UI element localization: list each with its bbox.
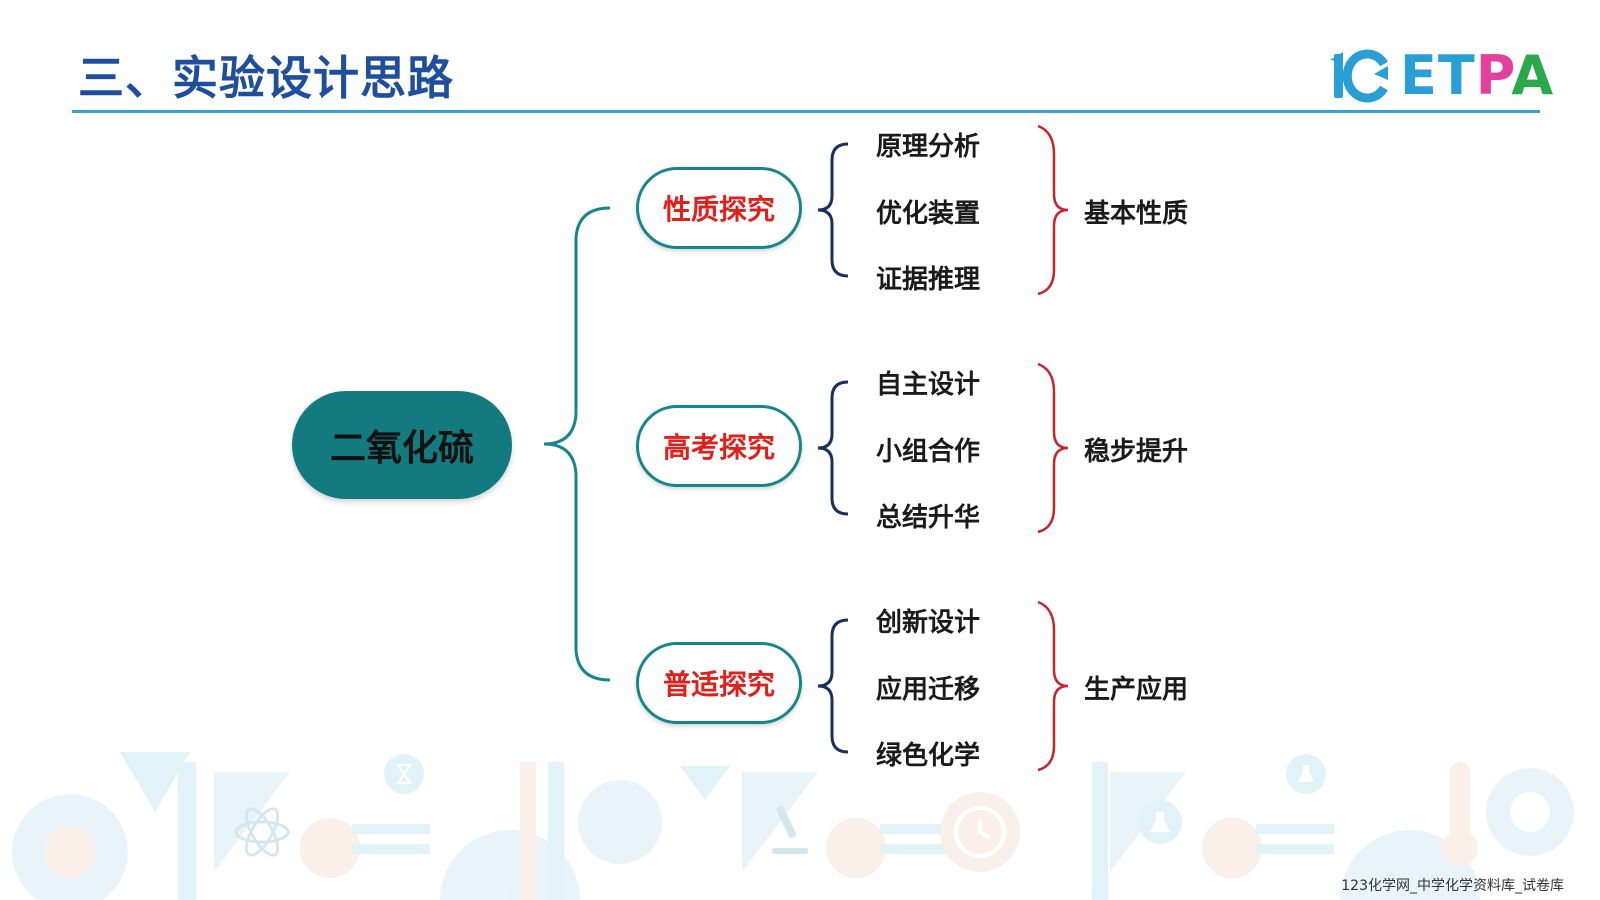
branch-1-item-1: 原理分析 bbox=[876, 132, 981, 162]
deco-triangle bbox=[120, 752, 190, 812]
branch-2-item-3: 总结升华 bbox=[876, 503, 981, 533]
root-connector bbox=[543, 206, 611, 682]
branch-node-2: 高考探究 bbox=[636, 405, 802, 487]
deco-circle bbox=[578, 780, 662, 864]
root-node: 二氧化硫 bbox=[292, 391, 512, 499]
deco-circle bbox=[300, 818, 360, 878]
clock-icon bbox=[940, 792, 1020, 872]
deco-triangle bbox=[742, 772, 818, 872]
logo-letter-p: P bbox=[1475, 44, 1512, 107]
deco-bar bbox=[548, 762, 564, 900]
result-brace-2 bbox=[1037, 362, 1069, 534]
deco-triangle bbox=[214, 772, 290, 872]
slide-title: 三、实验设计思路 bbox=[78, 51, 454, 105]
branch-1-item-2: 优化装置 bbox=[876, 199, 981, 229]
item-brace-1 bbox=[817, 142, 849, 278]
branch-3-item-1: 创新设计 bbox=[876, 608, 981, 638]
deco-bar bbox=[1092, 762, 1108, 900]
branch-node-1: 性质探究 bbox=[636, 167, 802, 249]
hourglass-icon bbox=[384, 754, 424, 794]
result-brace-1 bbox=[1037, 124, 1069, 296]
title-underline bbox=[72, 110, 1540, 113]
deco-circle bbox=[1202, 818, 1262, 878]
logo-letter-e: E bbox=[1400, 44, 1438, 107]
result-brace-3 bbox=[1037, 600, 1069, 772]
flask-icon bbox=[1286, 754, 1326, 794]
deco-bar bbox=[178, 762, 196, 900]
logo-letter-t: T bbox=[1437, 44, 1476, 107]
branch-2-item-1: 自主设计 bbox=[876, 370, 981, 400]
branch-3-item-3: 绿色化学 bbox=[876, 741, 981, 771]
logo-mark-icon bbox=[1330, 49, 1388, 103]
deco-bar bbox=[880, 844, 958, 854]
flask-icon bbox=[1138, 800, 1182, 844]
etpa-logo: ETPA bbox=[1328, 44, 1553, 108]
logo-letter-a: A bbox=[1511, 44, 1555, 107]
deco-circle bbox=[1510, 792, 1550, 832]
branch-3-item-2: 应用迁移 bbox=[876, 675, 981, 705]
item-brace-2 bbox=[817, 380, 849, 516]
microscope-icon bbox=[772, 805, 808, 854]
deco-semicircle bbox=[1340, 830, 1480, 900]
branch-2-item-2: 小组合作 bbox=[876, 437, 981, 467]
atom-icon bbox=[234, 807, 290, 857]
logo-letters: ETPA bbox=[1400, 44, 1554, 108]
branch-3-result: 生产应用 bbox=[1084, 675, 1189, 705]
deco-circle bbox=[12, 794, 128, 900]
deco-bar bbox=[1256, 824, 1334, 834]
deco-semicircle bbox=[440, 830, 580, 900]
branch-1-result: 基本性质 bbox=[1084, 199, 1189, 229]
branch-1-item-3: 证据推理 bbox=[876, 265, 981, 295]
deco-triangle bbox=[1110, 772, 1186, 872]
deco-bar bbox=[520, 762, 536, 900]
deco-circle bbox=[1486, 768, 1574, 856]
branch-2-result: 稳步提升 bbox=[1084, 437, 1189, 467]
thermometer-icon bbox=[1442, 762, 1478, 866]
deco-bar bbox=[352, 824, 430, 834]
deco-bar bbox=[880, 824, 958, 834]
footer-decoration bbox=[12, 752, 1574, 900]
branch-node-3: 普适探究 bbox=[636, 642, 802, 724]
deco-circle bbox=[826, 818, 886, 878]
watermark-text: 123化学网_中学化学资料库_试卷库 bbox=[1341, 878, 1564, 894]
deco-circle bbox=[44, 826, 96, 878]
deco-bar bbox=[1256, 844, 1334, 854]
deco-bar bbox=[352, 844, 430, 854]
deco-triangle bbox=[680, 766, 730, 800]
item-brace-3 bbox=[817, 618, 849, 754]
